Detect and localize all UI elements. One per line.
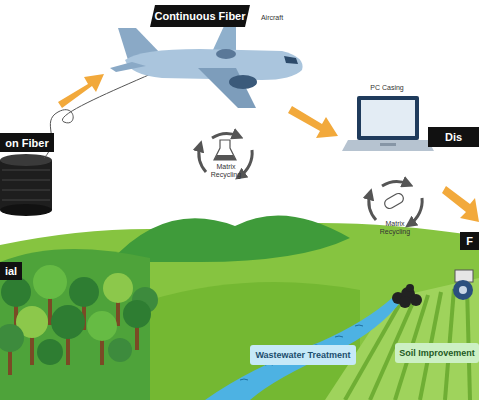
node-text: Dis — [445, 131, 462, 143]
benefit-box: Wastewater Treatment — [250, 345, 356, 365]
node-text: Wastewater Treatment — [255, 350, 350, 360]
benefit-box: Soil Improvement — [395, 343, 479, 363]
laptop — [342, 96, 434, 151]
node-text: F — [466, 235, 473, 247]
recycle-symbol — [369, 182, 422, 224]
fiber-thread — [44, 70, 160, 158]
image-label: PC Casing — [362, 84, 412, 92]
image-label: Matrix Recycling — [370, 220, 420, 236]
image-label: Matrix Recycling — [201, 163, 251, 179]
callout-tag: on Fiber — [0, 133, 54, 152]
tractor — [453, 270, 473, 300]
flow-arrow — [288, 106, 338, 138]
node-text: ial — [5, 265, 17, 277]
hill — [110, 215, 350, 262]
forest — [0, 265, 158, 375]
biochar-pile — [392, 284, 422, 308]
callout-tag: ial — [0, 262, 22, 280]
flask-icon — [214, 140, 236, 160]
aircraft — [110, 26, 303, 108]
node-text: Soil Improvement — [399, 348, 475, 358]
node-text: on Fiber — [5, 137, 48, 149]
carbon-fiber-spool — [0, 154, 52, 216]
river-waves — [240, 325, 363, 380]
flow-arrow — [58, 74, 104, 108]
callout-tag: Continuous Fiber — [150, 5, 250, 27]
node-text: Continuous Fiber — [154, 10, 245, 22]
callout-tag: Dis — [428, 127, 479, 147]
pellet-icon — [383, 192, 405, 211]
image-label: Aircraft — [252, 14, 292, 22]
flow-arrow — [442, 186, 479, 222]
hill — [0, 249, 150, 400]
river — [205, 298, 402, 400]
callout-tag: F — [460, 232, 479, 250]
